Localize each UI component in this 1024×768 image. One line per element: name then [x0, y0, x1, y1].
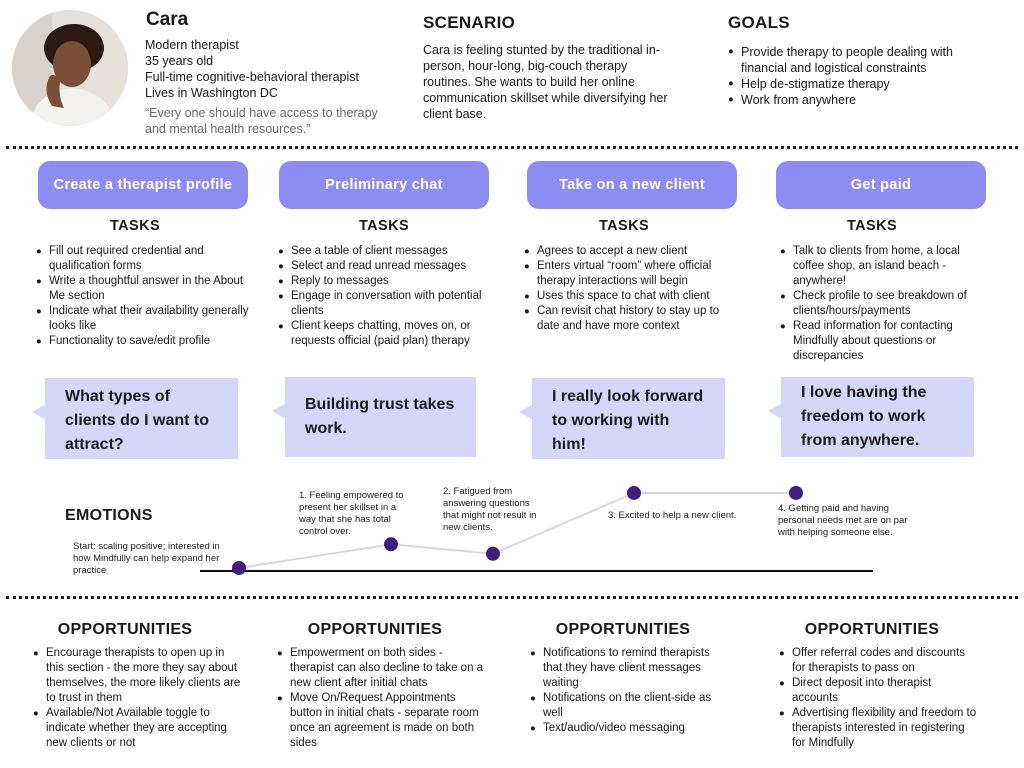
emotions-title: EMOTIONS: [65, 507, 153, 524]
task-item: Reply to messages: [278, 274, 492, 289]
opportunity-item: Encourage therapists to open up in this …: [33, 646, 245, 706]
task-item: See a table of client messages: [278, 244, 492, 259]
emotion-point-4: [789, 485, 803, 500]
emotion-note-start: Start: scaling positive; interested in h…: [73, 541, 220, 576]
quote-bubble-new-client: I really look forward to working with hi…: [519, 378, 725, 459]
opportunities-heading: OPPORTUNITIES: [555, 621, 691, 638]
tasks-list-new-client: Agrees to accept a new client Enters vir…: [524, 244, 740, 334]
section-divider: [6, 146, 1018, 149]
task-item: Indicate what their availability general…: [36, 304, 258, 334]
task-item: Check profile to see breakdown of client…: [780, 289, 976, 319]
opportunity-item: Available/Not Available toggle to indica…: [33, 706, 245, 751]
opportunity-item: Direct deposit into therapist accounts: [779, 676, 979, 706]
task-item: Can revisit chat history to stay up to d…: [524, 304, 740, 334]
emotion-point-3: [627, 485, 641, 500]
opportunities-heading: OPPORTUNITIES: [57, 621, 193, 638]
opportunity-item: Notifications on the client-side as well: [530, 691, 730, 721]
opportunity-item: Notifications to remind therapists that …: [530, 646, 730, 691]
opportunities-list-new-client: Notifications to remind therapists that …: [530, 646, 730, 736]
emotion-note-2: 2. Fatigued from answering questions tha…: [443, 486, 537, 533]
section-divider: [6, 596, 1018, 599]
task-item: Enters virtual “room” where official the…: [524, 259, 740, 289]
scenario-title: SCENARIO: [423, 13, 516, 32]
task-item: Talk to clients from home, a local coffe…: [780, 244, 976, 289]
opportunity-item: Empowerment on both sides - therapist ca…: [277, 646, 489, 691]
task-item: Read information for contacting Mindfull…: [780, 319, 976, 364]
goals-title: GOALS: [728, 13, 790, 32]
opportunities-heading: OPPORTUNITIES: [804, 621, 940, 638]
task-item: Select and read unread messages: [278, 259, 492, 274]
goal-item: Help de-stigmatize therapy: [728, 76, 988, 92]
task-item: Fill out required credential and qualifi…: [36, 244, 258, 274]
task-item: Functionality to save/edit profile: [36, 334, 258, 349]
opportunities-list-get-paid: Offer referral codes and discounts for t…: [779, 646, 979, 751]
person-portrait-icon: [12, 10, 128, 126]
persona-details: Modern therapist 35 years old Full-time …: [145, 37, 359, 101]
task-item: Write a thoughtful answer in the About M…: [36, 274, 258, 304]
opportunity-item: Advertising flexibility and freedom to t…: [779, 706, 979, 751]
emotion-note-1: 1. Feeling empowered to present her skil…: [299, 490, 404, 537]
goals-list: Provide therapy to people dealing with f…: [728, 44, 988, 108]
opportunities-list-profile: Encourage therapists to open up in this …: [33, 646, 245, 751]
task-item: Client keeps chatting, moves on, or requ…: [278, 319, 492, 349]
tasks-list-get-paid: Talk to clients from home, a local coffe…: [780, 244, 976, 364]
stage-button-new-client[interactable]: Take on a new client: [527, 161, 737, 209]
quote-bubble-get-paid: I love having the freedom to work from a…: [768, 377, 974, 457]
persona-avatar: [12, 10, 128, 126]
tasks-heading: TASKS: [846, 218, 898, 234]
task-item: Uses this space to chat with client: [524, 289, 740, 304]
emotion-note-4: 4. Getting paid and having personal need…: [778, 503, 908, 538]
persona-age: 35 years old: [145, 54, 214, 68]
emotion-note-3: 3. Excited to help a new client.: [608, 510, 737, 521]
opportunity-item: Move On/Request Appointments button in i…: [277, 691, 489, 751]
goal-item: Provide therapy to people dealing with f…: [728, 44, 988, 76]
goal-item: Work from anywhere: [728, 92, 988, 108]
emotion-point-0: [232, 561, 246, 575]
stage-button-profile[interactable]: Create a therapist profile: [38, 161, 248, 209]
persona-quote: “Every one should have access to therapy…: [145, 106, 378, 136]
persona-occupation: Full-time cognitive-behavioral therapist: [145, 70, 359, 84]
opportunity-item: Offer referral codes and discounts for t…: [779, 646, 979, 676]
quote-bubble-profile: What types of clients do I want to attra…: [32, 378, 238, 459]
task-item: Agrees to accept a new client: [524, 244, 740, 259]
persona-location: Lives in Washington DC: [145, 86, 278, 100]
stage-button-get-paid[interactable]: Get paid: [776, 161, 986, 209]
tasks-heading: TASKS: [358, 218, 410, 234]
persona-role: Modern therapist: [145, 38, 239, 52]
opportunity-item: Text/audio/video messaging: [530, 721, 730, 736]
emotion-point-1: [384, 537, 398, 552]
tasks-list-profile: Fill out required credential and qualifi…: [36, 244, 258, 349]
tasks-heading: TASKS: [109, 218, 161, 234]
opportunities-heading: OPPORTUNITIES: [307, 621, 443, 638]
scenario-text: Cara is feeling stunted by the tradition…: [423, 43, 668, 121]
emotions-points: [232, 485, 803, 575]
tasks-list-preliminary-chat: See a table of client messages Select an…: [278, 244, 492, 349]
quote-bubble-preliminary-chat: Building trust takes work.: [272, 377, 476, 457]
persona-name: Cara: [146, 9, 189, 30]
stage-button-preliminary-chat[interactable]: Preliminary chat: [279, 161, 489, 209]
task-item: Engage in conversation with potential cl…: [278, 289, 492, 319]
emotions-curve-chart: [200, 485, 873, 575]
opportunities-list-preliminary-chat: Empowerment on both sides - therapist ca…: [277, 646, 489, 751]
tasks-heading: TASKS: [598, 218, 650, 234]
emotion-point-2: [486, 546, 500, 561]
